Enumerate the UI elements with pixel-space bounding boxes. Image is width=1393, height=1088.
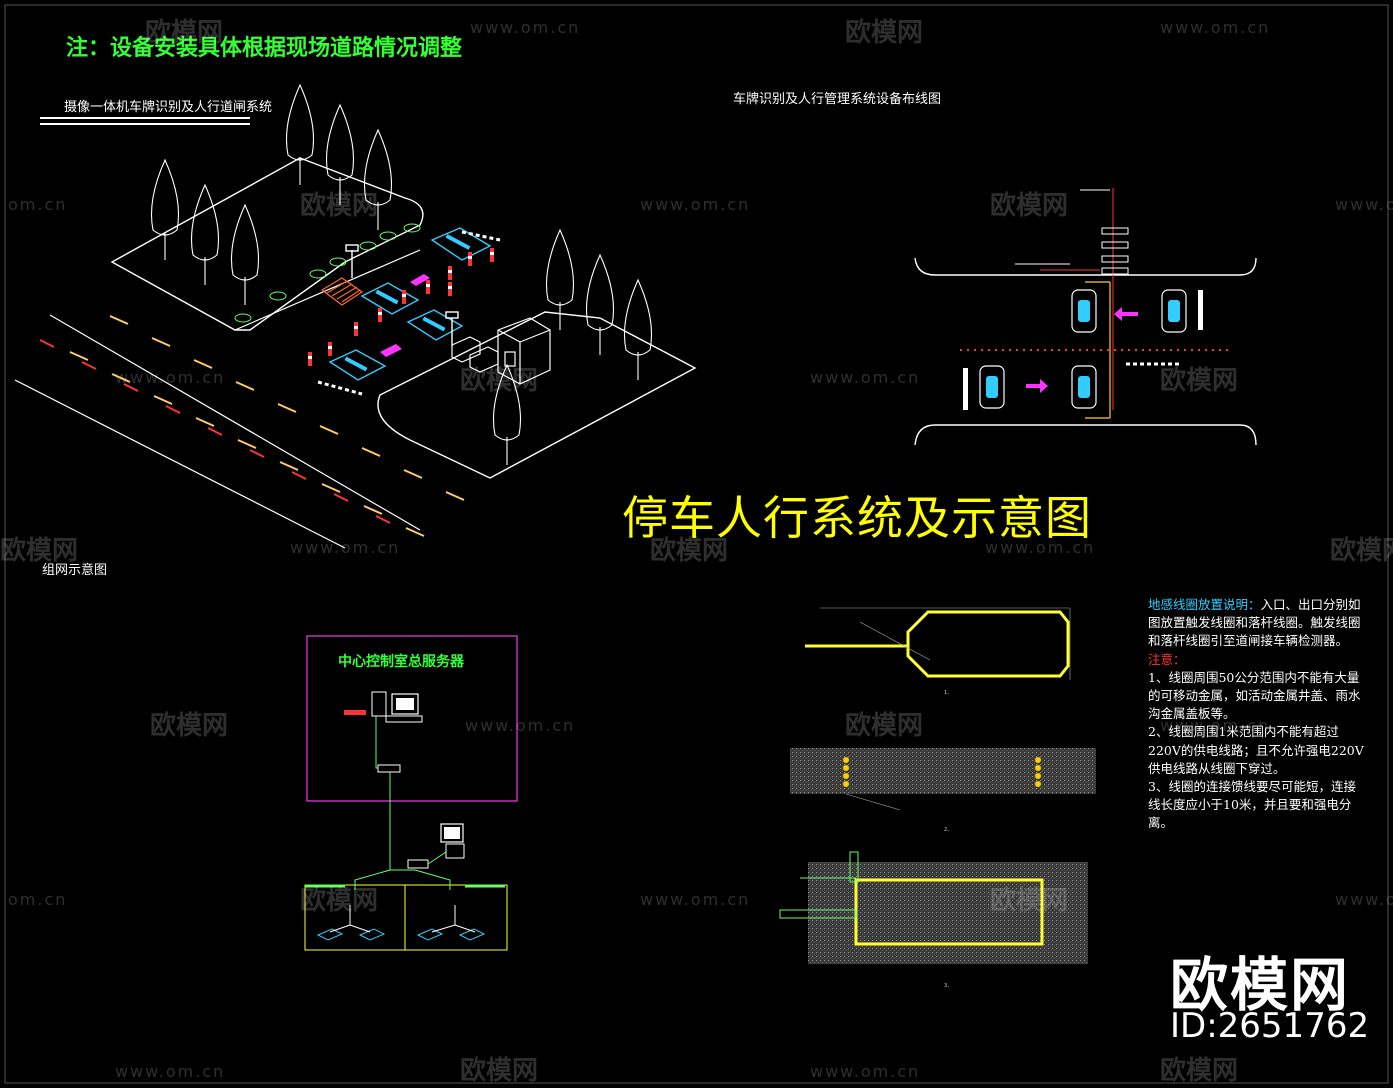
tree-icon [325,103,355,205]
loop-plan-caption: 1、 [944,690,953,696]
loop-detail-section [790,744,1096,811]
brand-logo-text: 欧模网 [1170,951,1351,1019]
installation-note: 注：设备安装具体根据现场道路情况调整 [66,35,463,61]
tree-icon [150,158,180,260]
tree-icon [285,83,315,185]
instructions-body: 入口、出口分别如图放置触发线圈和落杆线圈。触发线圈和落杆线圈引至道闸接车辆检测器… [1148,597,1361,649]
wiring-plan [914,188,1257,446]
loop-top-caption: 3、 [944,983,953,989]
tree-icon [623,278,653,380]
drawing-frame [4,4,1389,1084]
tree-icon [545,228,575,330]
tree-icon [363,128,393,230]
main-title: 停车人行系统及示意图 [622,491,1092,545]
loop-instructions: 地感线圈放置说明：入口、出口分别如图放置触发线圈和落杆线圈。触发线圈和落杆线圈引… [1148,596,1366,833]
tree-icon [492,363,522,465]
loop-detail-plan [805,607,1071,680]
loop-section-caption: 2、 [944,827,953,833]
server-room-title: 中心控制室总服务器 [338,654,464,670]
instruction-item: 2、线圈周围1米范围内不能有超过220V的供电线路；且不允许强电220V供电线路… [1148,724,1364,776]
tree-icon [230,203,260,305]
wiring-diagram-title: 车牌识别及人行管理系统设备布线图 [733,92,942,107]
tree-icon [585,253,615,355]
loop-detail-top [779,851,1088,964]
network-diagram-title: 组网示意图 [42,563,108,578]
instruction-item: 1、线圈周围50公分范围内不能有大量的可移动金属，如活动金属井盖、雨水沟金属盖板… [1148,669,1361,722]
isometric-parking-scene [14,83,697,549]
iso-diagram-title: 摄像一体机车牌识别及人行道闸系统 [64,100,273,115]
instructions-heading: 地感线圈放置说明： [1148,597,1261,612]
brand-id: ID:2651762 [1170,1006,1370,1046]
tree-icon [190,183,220,285]
instruction-item: 3、线圈的连接馈线要尽可能短，连接线长度应小于10米，并且要和强电分离。 [1148,779,1356,831]
network-diagram [304,635,518,951]
warning-heading: 注意： [1148,651,1186,667]
